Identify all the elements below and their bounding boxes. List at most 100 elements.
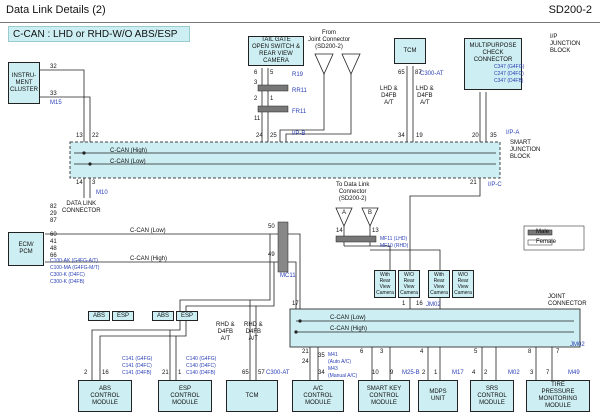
pin-label: 87 [50, 218, 57, 224]
esp-module-box: ESP CONTROL MODULE [158, 380, 212, 412]
smartkey-module-box: SMART KEY CONTROL MODULE [358, 380, 410, 412]
abs-module-box: ABS CONTROL MODULE [78, 380, 132, 412]
diagram-title: C-CAN : LHD or RHD-W/O ABS/ESP [8, 26, 190, 42]
pin-label: 21 [302, 349, 309, 355]
rhd-d4fb-2: RHD & D4FB A/T [244, 322, 263, 342]
rr11-connector [257, 84, 289, 92]
ijb-label: I/P JUNCTION BLOCK [550, 34, 581, 54]
pin-label: 6 [360, 349, 364, 355]
jm02b-label: JM02 [570, 342, 585, 348]
cluster-wire-1 [40, 69, 85, 142]
pin-label: 19 [416, 133, 423, 139]
legend-frame [523, 225, 585, 251]
abs-option-1: ABS [88, 311, 110, 321]
pin-label: 65 [242, 370, 249, 376]
bottom-bus-high [99, 262, 275, 380]
bottom-bus-low [91, 234, 271, 380]
pin-label: 9 [390, 370, 394, 376]
pin-label: 5 [474, 349, 478, 355]
pin-label: 24 [256, 133, 263, 139]
ecm-can-high-label: C-CAN (High) [130, 256, 168, 262]
camera-with-2: With Rear View Camera [428, 270, 450, 298]
c300at-top-label: C300-AT [420, 71, 444, 77]
m15-connector-label: M15 [50, 100, 62, 106]
joint-connector-area [289, 308, 581, 348]
jm02-label: JM02 [426, 302, 441, 308]
jc-can-high-label: C-CAN (High) [330, 326, 368, 332]
m25b-label: M25-B [402, 370, 420, 376]
pin-label: 49 [268, 252, 275, 258]
ipb-label: I/P-B [292, 131, 306, 137]
fr11-label: FR11 [292, 109, 307, 115]
legend-male-label: Male [536, 229, 550, 235]
legend-female-swatch [527, 239, 553, 246]
pin-label: 32 [50, 64, 57, 70]
to-data-link-label: To Data Link Connector (SD200-2) [336, 182, 370, 202]
m17-label: M17 [452, 370, 464, 376]
mf11-label: MF11 (LHD) MF10 (RHD) [380, 236, 409, 249]
mc11-label: MC11 [280, 273, 296, 279]
mc11-connector [277, 221, 289, 273]
pin-label: 3 [254, 80, 258, 86]
pin-label: 4 [472, 370, 476, 376]
pin-label: 35 [318, 353, 325, 359]
ipa-label: I/P-A [506, 130, 520, 136]
legend-female-label: Female [536, 239, 557, 245]
pin-label: 82 [50, 204, 57, 210]
pin-label: 7 [546, 370, 550, 376]
triangle-b-letter: B [368, 210, 373, 216]
pin-label: 2 [422, 370, 426, 376]
smart-junction-block-area [69, 141, 501, 179]
pin-label: 16 [102, 370, 109, 376]
pin-label: 24 [302, 359, 309, 365]
pin-label: 60 [50, 232, 57, 238]
page-code: SD200-2 [548, 4, 592, 16]
pin-label: 21 [162, 370, 169, 376]
pin-label: 10 [372, 370, 379, 376]
pin-label: 48 [50, 246, 57, 252]
pin-label: 13 [372, 228, 379, 234]
m41-label: M41 (Auto A/C) M43 (Manual A/C) [328, 352, 358, 379]
pin-label: 1 [434, 370, 438, 376]
m02-label: M02 [508, 370, 520, 376]
pin-label: 8 [528, 349, 532, 355]
mc11-out-2 [288, 261, 297, 309]
ecm-box: ECM/ PCM [8, 232, 44, 266]
pin-label: 65 [398, 70, 405, 76]
joint-wire-b [285, 74, 352, 142]
joint-triangle-b [341, 53, 361, 75]
tcm-top-box: TCM [394, 38, 426, 64]
mf-wire-2 [370, 249, 441, 270]
cluster-wire-2 [40, 96, 91, 142]
legend-male-swatch [527, 229, 553, 236]
pin-label: 14 [76, 180, 83, 186]
pin-label: 3 [380, 349, 384, 355]
pin-label: 17 [292, 301, 299, 307]
pin-label: 57 [258, 370, 265, 376]
abs-option-2: ABS [152, 311, 174, 321]
ecm-can-low-label: C-CAN (Low) [130, 228, 166, 234]
dlc-triangle-a [335, 207, 353, 227]
c300at-bot-label: C300-AT [266, 370, 290, 376]
pin-label: 20 [472, 133, 479, 139]
pin-label: 66 [50, 253, 57, 259]
pin-label: 1 [178, 370, 182, 376]
m49-label: M49 [568, 370, 580, 376]
m10-label: M10 [96, 190, 108, 196]
esp-option-1: ESP [112, 311, 134, 321]
pin-label: 1 [270, 96, 274, 102]
lhd-d4fb-2: LHD & D4FB A/T [416, 86, 434, 106]
from-joint-label: From Joint Connector (SD200-2) [308, 30, 351, 50]
lhd-d4fb-1: LHD & D4FB A/T [380, 86, 398, 106]
pin-label: 13 [76, 133, 83, 139]
pin-label: 29 [50, 211, 57, 217]
pin-label: 41 [50, 239, 57, 245]
rr11-label: RR11 [292, 88, 307, 94]
pin-label: 21 [470, 180, 477, 186]
pin-label: 2 [254, 96, 258, 102]
instrument-cluster-box: INSTRU- MENT CLUSTER [8, 62, 40, 104]
pin-label: 4 [420, 349, 424, 355]
mdps-unit-box: MDPS UNIT [418, 380, 458, 412]
pin-label: 2 [484, 370, 488, 376]
srs-module-box: SRS CONTROL MODULE [470, 380, 514, 412]
